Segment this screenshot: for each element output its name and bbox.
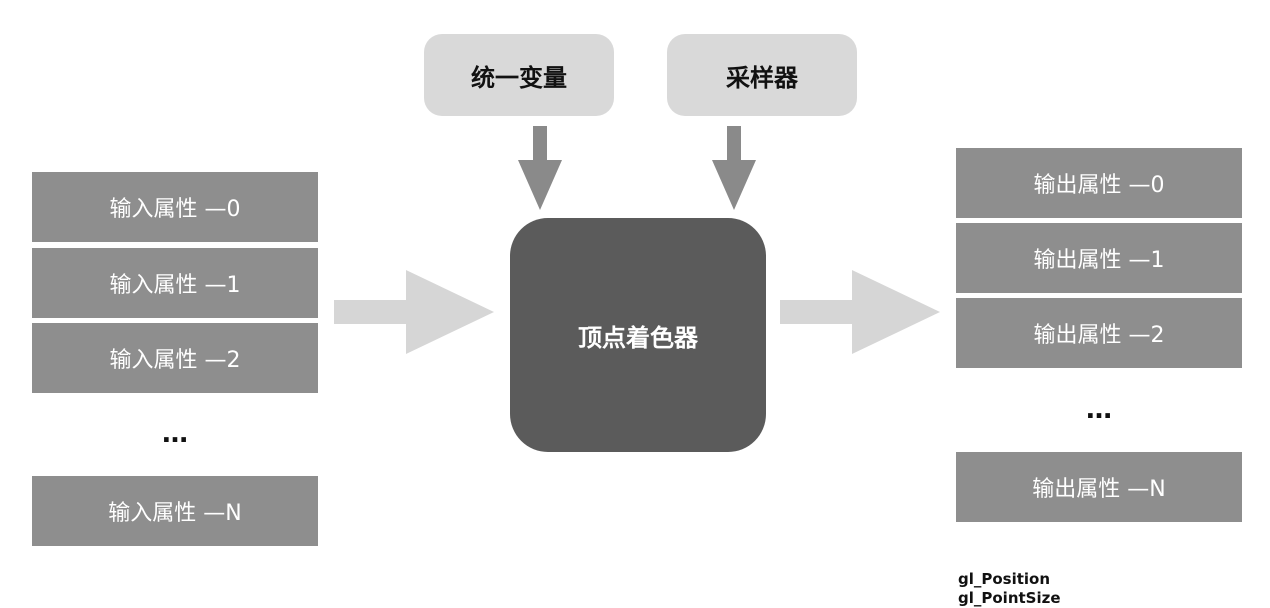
- output-flow-arrow: [780, 270, 940, 354]
- sampler-box: 采样器: [667, 34, 857, 116]
- sampler-down-arrow: [712, 126, 756, 210]
- output-ellipsis: …: [1086, 395, 1112, 425]
- input-attribute-2: 输入属性 —2: [32, 323, 318, 393]
- input-ellipsis: …: [162, 419, 188, 449]
- uniform-variables-label: 统一变量: [471, 63, 567, 92]
- output-attribute-2: 输出属性 —2: [956, 298, 1242, 368]
- builtin-outputs: gl_Position gl_PointSize: [958, 570, 1061, 608]
- input-attribute-label: 输入属性 —N: [108, 501, 242, 526]
- input-attribute-label: 输入属性 —0: [109, 197, 241, 222]
- output-attribute-1: 输出属性 —1: [956, 223, 1242, 293]
- vertex-shader-box: 顶点着色器: [510, 218, 766, 452]
- output-attribute-label: 输出属性 —0: [1033, 173, 1165, 198]
- uniform-down-arrow: [518, 126, 562, 210]
- input-attribute-label: 输入属性 —1: [109, 273, 241, 298]
- builtin-output-pointsize: gl_PointSize: [958, 589, 1061, 607]
- output-attribute-n: 输出属性 —N: [956, 452, 1242, 522]
- input-attribute-0: 输入属性 —0: [32, 172, 318, 242]
- uniform-variables-box: 统一变量: [424, 34, 614, 116]
- sampler-label: 采样器: [726, 63, 798, 92]
- input-attribute-n: 输入属性 —N: [32, 476, 318, 546]
- output-attribute-label: 输出属性 —2: [1033, 323, 1165, 348]
- input-flow-arrow: [334, 270, 494, 354]
- builtin-output-position: gl_Position: [958, 570, 1051, 588]
- output-attribute-label: 输出属性 —1: [1033, 248, 1165, 273]
- input-attribute-label: 输入属性 —2: [109, 348, 241, 373]
- output-attribute-label: 输出属性 —N: [1032, 477, 1166, 502]
- output-attribute-0: 输出属性 —0: [956, 148, 1242, 218]
- vertex-shader-label: 顶点着色器: [578, 323, 698, 352]
- input-attribute-1: 输入属性 —1: [32, 248, 318, 318]
